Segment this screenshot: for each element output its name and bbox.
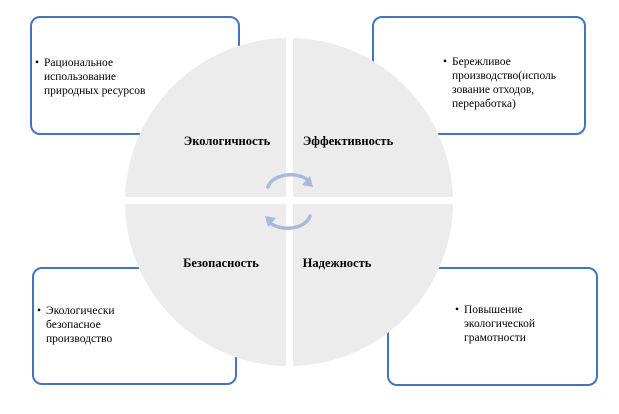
bullet-icon: • (37, 305, 42, 317)
bullet-icon: • (35, 57, 40, 69)
box-bottom-left-text: Экологически безопасное производство (46, 305, 115, 345)
box-bottom-left-item: • Экологически безопасное производство (37, 304, 115, 346)
box-top-right-text: Бережливое производство(исполь зование о… (452, 56, 557, 110)
quadrant-bottom-left (125, 202, 289, 366)
separator-horizontal (121, 197, 457, 204)
box-bottom-right-item: • Повышение экологической грамотности (455, 303, 535, 345)
label-ecology: Экологичность (184, 134, 271, 148)
label-reliability: Надежность (303, 256, 372, 270)
box-top-right-item: • Бережливое производство(исполь зование… (443, 55, 556, 111)
label-safety: Безопасность (183, 256, 259, 270)
box-bottom-right-text: Повышение экологической грамотности (464, 304, 536, 344)
quadrant-bottom-right (289, 202, 453, 366)
circular-arrows-icon (265, 173, 313, 230)
box-top-left-item: • Рациональное использование природных р… (35, 56, 145, 98)
bullet-icon: • (443, 56, 448, 68)
quadrant-separators (121, 34, 457, 370)
quadrant-top-right (289, 38, 453, 202)
label-efficiency: Эффективность (303, 134, 394, 148)
quadrant-top-left (125, 38, 289, 202)
quadrant-sectors (125, 38, 453, 366)
box-top-left-text: Рациональное использование природных рес… (44, 57, 146, 97)
bullet-icon: • (455, 304, 460, 316)
